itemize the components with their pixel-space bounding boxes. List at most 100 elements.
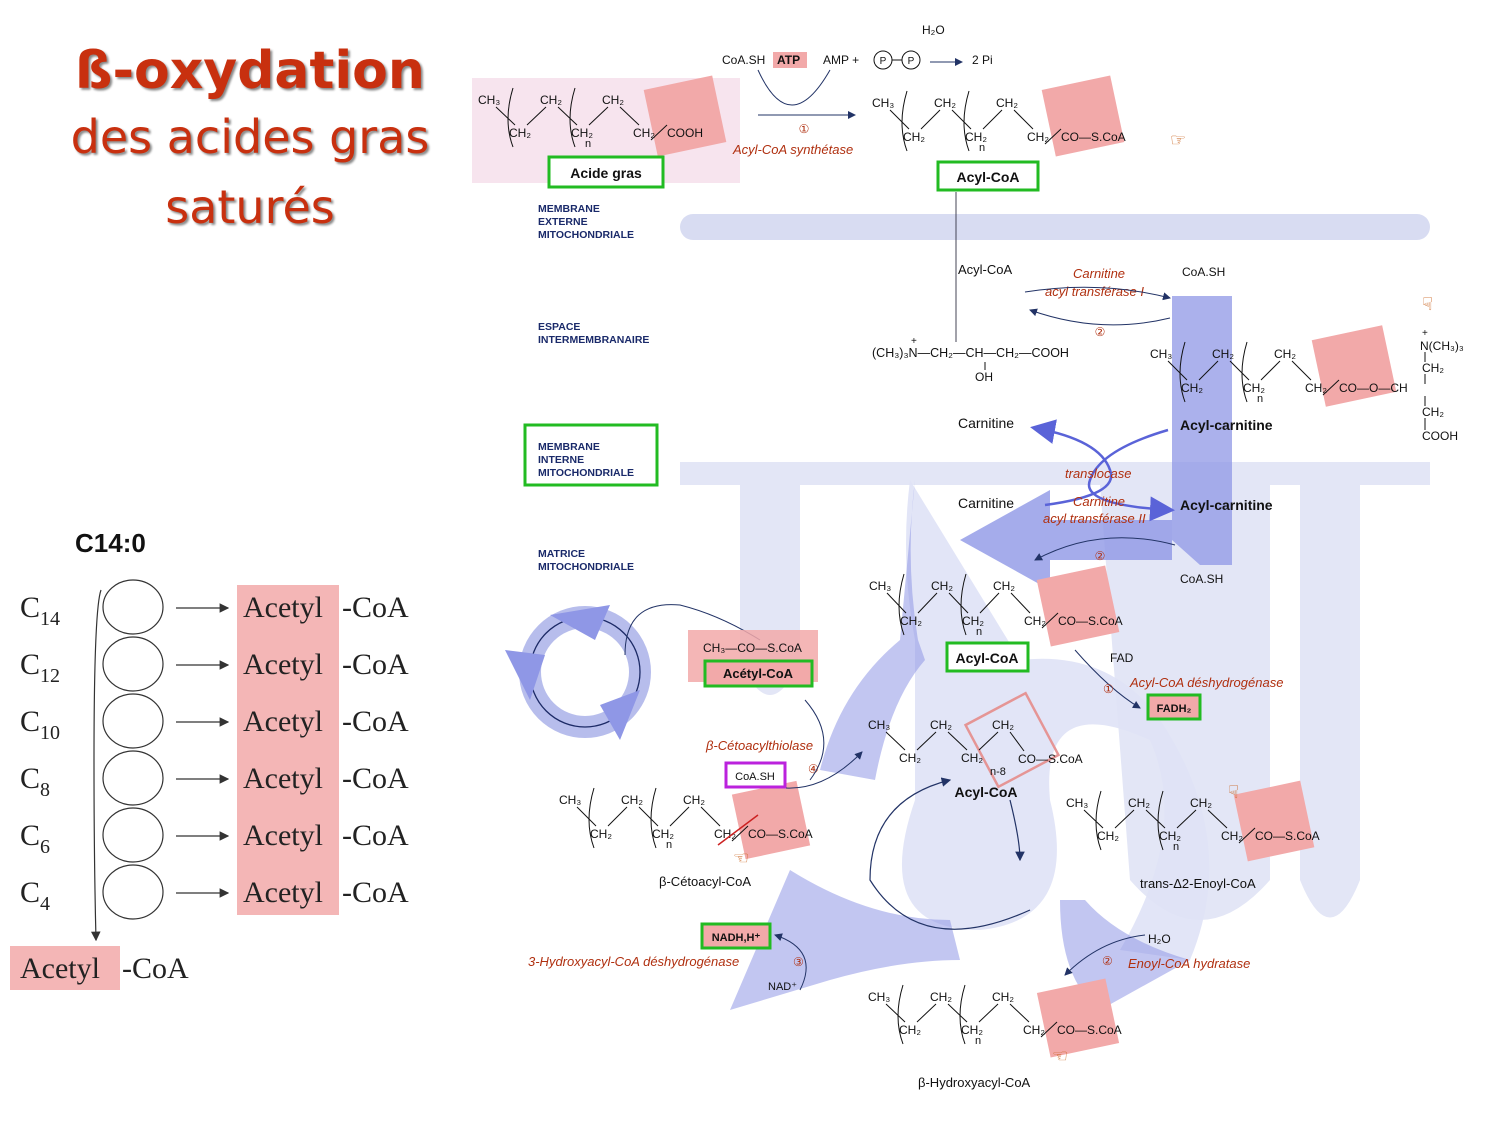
chain-bracket [960,573,967,636]
chain-group: CH₂ [1221,829,1243,843]
chain-bond [576,806,597,827]
chain-n: n [979,142,985,154]
chain-bond [1322,379,1340,396]
chain-end-group: CO—S.CoA [1057,1023,1122,1037]
chain-group: CH₂ [961,1023,983,1037]
chain-bond [1083,809,1104,829]
chain-bond [978,1003,999,1023]
carnitine-formula: (CH₃)₃N—CH₂—CH—CH₂—COOH [872,346,1069,360]
atp-highlight [773,52,807,68]
n8-label: n-8 [990,766,1006,778]
step2-number-a: ② [1095,325,1106,339]
chain-end-group: CO—S.CoA [1255,829,1320,843]
chain-bond [700,806,721,827]
step2-cycle-number: ② [1102,954,1113,968]
pointer-icon-1: ☞ [1170,130,1186,150]
chain-bond [951,109,972,130]
acyl-carnitine-outer: Acyl-carnitine [1180,417,1273,433]
chain-bond [1229,360,1250,381]
chain-group: CH₂ [633,126,655,140]
center-chain-bond [885,731,906,751]
chain-bond [1238,827,1256,844]
center-chain-group: CO—S.CoA [1018,752,1083,766]
chain-bond [638,806,659,827]
pointer-icon-2: ☟ [1422,294,1433,314]
chain-group: CH₂ [1024,614,1046,628]
title-subtitle-2: saturés [165,180,335,234]
final-coa-label: -CoA [122,952,189,985]
chain-group: CH₂ [930,990,952,1004]
chain-bond [885,1003,906,1023]
acyl-carnitine-inner: Acyl-carnitine [1180,497,1273,513]
chain-group: CH₂ [1243,381,1265,395]
chain-group: CH₃ [868,990,890,1004]
center-chain-group: CH₂ [961,751,983,765]
pointer-icon-3: ☟ [1228,782,1239,802]
chain-n: n [976,626,982,638]
cycle-inner-arrow-2 [1009,799,1025,862]
chain-group: CH₂ [962,614,984,628]
chain-bracket [588,787,595,849]
chain-coa: -CoA [342,591,409,624]
fatty-acid-label: Acide gras [570,165,642,181]
chain-group: CH₂ [621,793,643,807]
chain-bond [1260,360,1281,381]
acyl-coa-label-top: Acyl-CoA [956,169,1019,185]
acyl-coa-head-highlight [1041,75,1125,157]
chain-bond [947,1003,968,1023]
chain-group: CH₃ [1066,796,1088,810]
chain-bracket [901,90,908,152]
chain-group: CH₃ [1150,347,1172,361]
step2-number-b: ② [1095,549,1106,563]
atp-label: ATP [777,53,800,67]
chain-end-group: CO—S.CoA [748,827,813,841]
fadh2-label: FADH₂ [1157,703,1192,715]
chain-group: CH₂ [509,126,531,140]
krebs-arrow-2 [600,690,640,740]
chain-bond [557,106,578,126]
chain-spiral-line [90,589,102,942]
acyl-carnitine-band [1172,296,1232,565]
chain-bond [916,1003,937,1023]
chain-bracket [1179,341,1186,403]
chain-bond [982,109,1003,130]
nadh-box [700,922,772,950]
chain-group: CH₂ [1128,796,1150,810]
chain-group: CH₃ [869,579,891,593]
chain-end-group: COOH [667,126,703,140]
chain-loop [102,693,164,749]
translocase-label: translocase [1065,466,1131,481]
chain-end-group: CO—S.CoA [1058,614,1123,628]
chain-bond [1176,809,1197,829]
chain-loop [102,864,164,920]
acyl-coa-dehydrogenase-label: Acyl-CoA déshydrogénase [1129,675,1283,690]
center-chain-bond [947,731,968,751]
inner-membrane-box [523,423,659,487]
cycle-arrow-bottom [730,870,960,1010]
hydroxyacyl-highlight [1036,978,1120,1058]
step3-arrow [774,933,807,991]
cpt1-line2: acyl transférase I [1045,284,1144,299]
center-chain-group: CH₃ [868,718,890,732]
cpt2-arrow [1034,537,1176,561]
fatty-acid-head-highlight [643,75,727,157]
plus-sign-2: + [1422,328,1428,339]
chain-group: CH₂ [903,130,925,144]
chain-bond [1291,360,1312,381]
cycle-inner-arrow-1 [869,777,1031,930]
chain-group: CH₂ [571,126,593,140]
cycle-band-back [901,480,1210,960]
matrix-acyl-highlight [1036,565,1120,647]
chain-group: CH₂ [899,1023,921,1037]
chain-group: CH₂ [992,990,1014,1004]
pointer-icon-5: ☜ [733,848,749,868]
enoyl-coa-label: trans-Δ2-Enoyl-CoA [1140,876,1256,891]
title-subtitle-1: des acides gras [70,110,430,164]
thiolase-label: β-Cétoacylthiolase [705,738,813,753]
chain-bracket [1095,790,1102,851]
title-main: ß-oxydation [75,41,425,101]
title-block: ß-oxydation des acides gras saturés [20,40,480,242]
